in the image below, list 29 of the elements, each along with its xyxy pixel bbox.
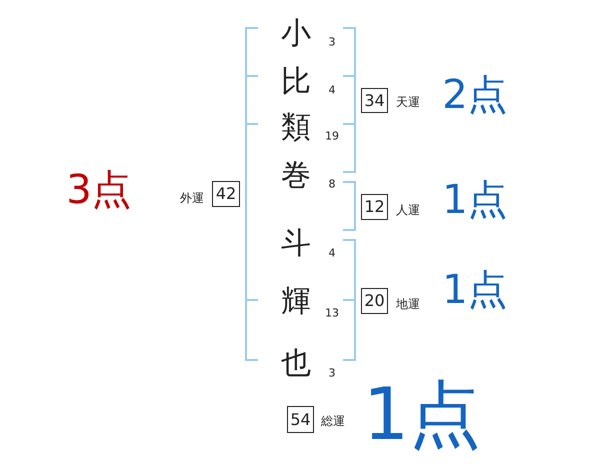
- stroke-count: 3: [328, 36, 336, 48]
- score-label: 1点: [442, 270, 508, 310]
- number-box: 12: [361, 194, 388, 220]
- fortune-label: 総運: [321, 415, 345, 427]
- number-box: 34: [361, 88, 388, 113]
- name-character: 類: [281, 113, 311, 143]
- fortune-label: 人運: [396, 204, 420, 216]
- name-character: 斗: [281, 229, 311, 259]
- score-label: 1点: [363, 378, 481, 450]
- number-box: 54: [287, 406, 314, 433]
- score-label: 3点: [66, 170, 132, 210]
- name-character: 也: [281, 349, 311, 379]
- number-box: 20: [361, 288, 388, 314]
- stroke-count: 3: [328, 368, 336, 378]
- stroke-count: 4: [328, 84, 336, 96]
- fortune-label: 地運: [396, 298, 420, 310]
- stroke-count: 19: [325, 130, 339, 142]
- name-character: 輝: [281, 287, 311, 317]
- stroke-count: 8: [328, 178, 336, 190]
- name-character: 小: [281, 19, 311, 49]
- name-character: 巻: [281, 161, 311, 191]
- name-character: 比: [281, 67, 311, 97]
- fortune-label: 外運: [180, 192, 204, 204]
- score-label: 1点: [442, 180, 508, 220]
- stroke-count: 13: [325, 308, 339, 318]
- fortune-label: 天運: [396, 96, 420, 108]
- stroke-count: 4: [328, 248, 336, 258]
- score-label: 2点: [442, 75, 508, 115]
- number-box: 42: [212, 181, 240, 207]
